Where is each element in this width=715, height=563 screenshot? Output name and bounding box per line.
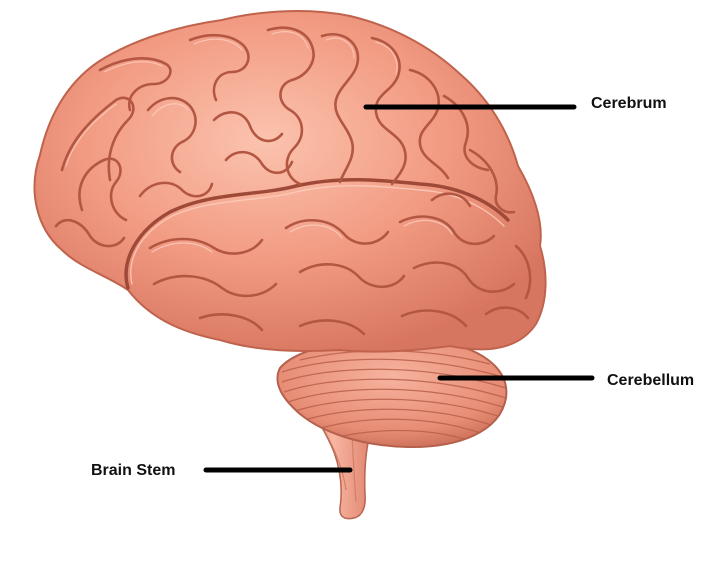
brain-stem-label: Brain Stem [91, 462, 175, 479]
cerebrum-gyri [54, 26, 532, 336]
lateral-fissure [124, 178, 510, 290]
cerebrum-label: Cerebrum [591, 95, 667, 112]
cerebellum-label: Cerebellum [607, 372, 694, 389]
lateral-fissure-highlight [130, 185, 505, 285]
cerebrum-shape [33, 10, 547, 353]
